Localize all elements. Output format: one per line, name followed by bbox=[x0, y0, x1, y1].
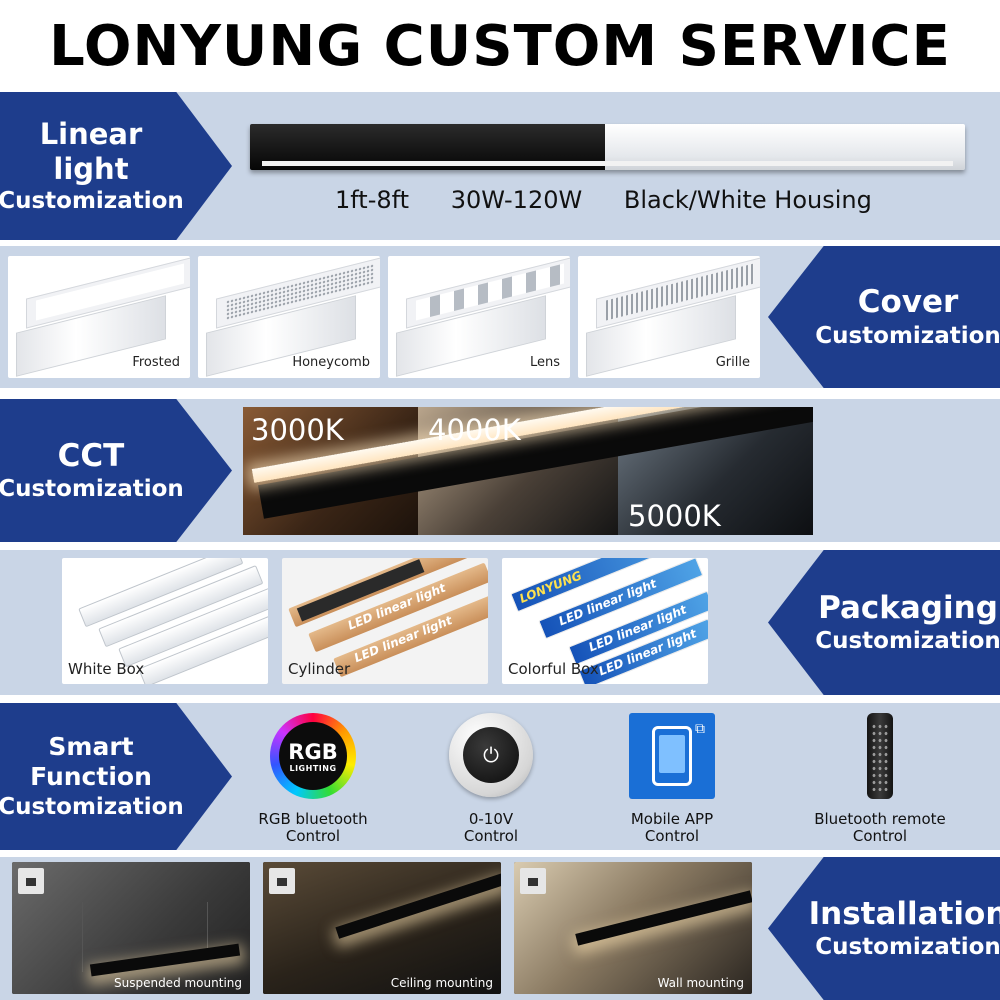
spec-length: 1ft-8ft bbox=[335, 186, 410, 214]
cover-label: Honeycomb bbox=[292, 355, 370, 370]
fn-label-line2: Control bbox=[644, 826, 700, 845]
packaging-tag: Packaging Customization bbox=[768, 550, 1000, 695]
fn-mobile-app: ⧉ Mobile APP Control bbox=[577, 713, 767, 844]
cct-section: CCT Customization 3000K 4000K 5000K bbox=[0, 399, 1000, 542]
fn-label-line2: Control bbox=[852, 826, 908, 845]
tag-line2: Customization bbox=[0, 476, 184, 503]
fn-label: Mobile APP Control bbox=[577, 811, 767, 844]
cover-card-grille: Grille bbox=[578, 256, 760, 378]
cover-label: Frosted bbox=[132, 355, 180, 370]
smart-function-tag: Smart Function Customization bbox=[0, 703, 232, 850]
suspended-icon bbox=[18, 868, 44, 894]
fn-rgb-bluetooth: RGB LIGHTING RGB bluetooth Control bbox=[218, 713, 408, 844]
tag-line2: Customization bbox=[815, 322, 1000, 349]
tag-line2: Customization bbox=[815, 934, 1000, 961]
tag-line1: Smart Function bbox=[30, 731, 152, 792]
pack-label: Colorful Box bbox=[508, 660, 599, 678]
dial-icon: ⏻ bbox=[449, 713, 533, 797]
fn-label: Bluetooth remote Control bbox=[785, 811, 975, 844]
brand-print: LONYUNG bbox=[517, 568, 584, 606]
spec-power: 30W-120W bbox=[450, 186, 583, 214]
fn-label-line1: 0-10V bbox=[468, 810, 514, 828]
pack-card-colorful-box: LONYUNG LED linear light LED linear ligh… bbox=[502, 558, 708, 684]
rgb-icon: RGB LIGHTING bbox=[270, 713, 356, 799]
tag-line2: Customization bbox=[0, 793, 184, 820]
fn-label-line2: Control bbox=[463, 826, 519, 845]
install-label: Wall mounting bbox=[657, 976, 744, 990]
tag-line1: CCT bbox=[57, 437, 125, 474]
linear-light-section: Linear light Customization 1ft-8ft 30W-1… bbox=[0, 92, 1000, 240]
pack-card-white-box: White Box bbox=[62, 558, 268, 684]
cover-tag: Cover Customization bbox=[768, 246, 1000, 388]
cct-5000k: 5000K bbox=[628, 499, 721, 533]
fn-label-line1: Mobile APP bbox=[630, 810, 714, 828]
phone-icon: ⧉ bbox=[629, 713, 715, 799]
cover-card-lens: Lens bbox=[388, 256, 570, 378]
cct-image: 3000K 4000K 5000K bbox=[243, 407, 813, 535]
tag-line1: Linear light bbox=[39, 116, 143, 186]
fn-label: 0-10V Control bbox=[396, 811, 586, 844]
install-card-suspended: Suspended mounting bbox=[12, 862, 250, 994]
installation-section: Suspended mounting Ceiling mounting Wall… bbox=[0, 857, 1000, 1000]
cover-section: Frosted Honeycomb Lens Grille Cover Cust… bbox=[0, 246, 1000, 388]
fixture-specs: 1ft-8ft 30W-120W Black/White Housing bbox=[335, 186, 906, 214]
tag-line1: Installation bbox=[808, 895, 1000, 932]
install-card-wall: Wall mounting bbox=[514, 862, 752, 994]
power-icon: ⏻ bbox=[463, 727, 519, 783]
cover-card-frosted: Frosted bbox=[8, 256, 190, 378]
ceiling-icon bbox=[269, 868, 295, 894]
pack-label: White Box bbox=[68, 660, 145, 678]
linear-fixture-image bbox=[250, 124, 965, 170]
fn-label-line1: Bluetooth remote bbox=[814, 810, 946, 828]
tag-line1: Cover bbox=[857, 284, 959, 321]
fn-label: RGB bluetooth Control bbox=[218, 811, 408, 844]
tag-line2: Customization bbox=[0, 188, 184, 215]
cct-4000k: 4000K bbox=[428, 413, 521, 447]
remote-icon bbox=[867, 713, 893, 799]
install-card-ceiling: Ceiling mounting bbox=[263, 862, 501, 994]
rgb-badge: RGB bbox=[288, 739, 338, 764]
rgb-badge-sub: LIGHTING bbox=[289, 763, 337, 773]
cover-card-honeycomb: Honeycomb bbox=[198, 256, 380, 378]
fn-label-line1: RGB bluetooth bbox=[258, 810, 368, 828]
linear-light-tag: Linear light Customization bbox=[0, 92, 232, 240]
installation-tag: Installation Customization bbox=[768, 857, 1000, 1000]
fn-label-line2: Control bbox=[285, 826, 341, 845]
packaging-section: White Box LED linear light LED linear li… bbox=[0, 550, 1000, 695]
page-title: LONYUNG CUSTOM SERVICE bbox=[49, 13, 951, 79]
wifi-icon: ⧉ bbox=[695, 721, 705, 737]
install-label: Ceiling mounting bbox=[390, 976, 493, 990]
pack-label: Cylinder bbox=[288, 660, 351, 678]
fn-bluetooth-remote: Bluetooth remote Control bbox=[785, 713, 975, 844]
install-label: Suspended mounting bbox=[113, 976, 242, 990]
wall-icon bbox=[520, 868, 546, 894]
spec-housing: Black/White Housing bbox=[623, 186, 872, 214]
tag-line2: Customization bbox=[815, 628, 1000, 655]
pack-card-cylinder: LED linear light LED linear light Cylind… bbox=[282, 558, 488, 684]
cct-tag: CCT Customization bbox=[0, 399, 232, 542]
cover-label: Lens bbox=[529, 355, 560, 370]
smart-function-section: Smart Function Customization RGB LIGHTIN… bbox=[0, 703, 1000, 850]
cover-label: Grille bbox=[715, 355, 750, 370]
cct-3000k: 3000K bbox=[251, 413, 344, 447]
tag-line1: Packaging bbox=[818, 589, 998, 626]
fn-0-10v: ⏻ 0-10V Control bbox=[396, 713, 586, 844]
